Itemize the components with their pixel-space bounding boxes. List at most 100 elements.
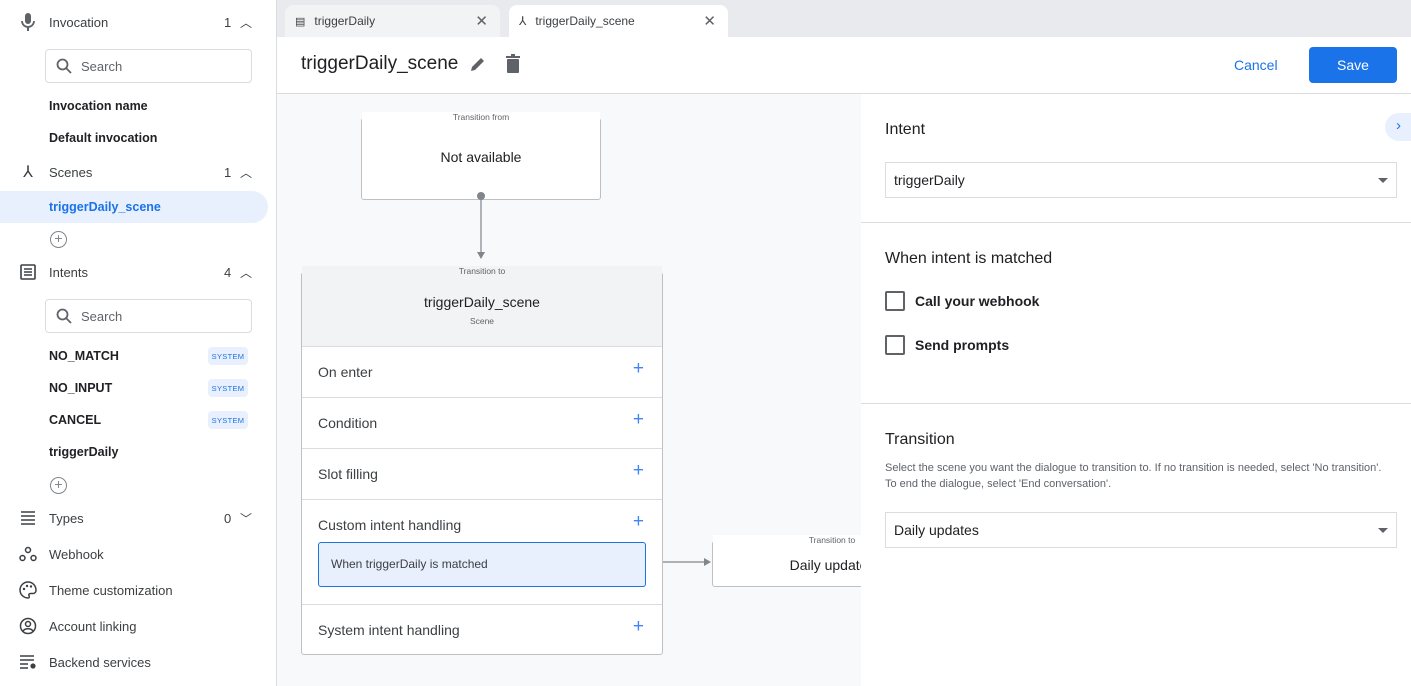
scene-merge-icon: ⅄ bbox=[23, 164, 33, 181]
transition-to-legend: Transition to bbox=[802, 535, 861, 545]
add-plus-icon[interactable]: + bbox=[632, 460, 644, 481]
sidebar-section-invocation[interactable]: Invocation 1 ︿ bbox=[0, 8, 276, 36]
account-circle-icon bbox=[18, 616, 38, 636]
scene-label: triggerDaily_scene bbox=[49, 200, 161, 214]
sidebar-item-intent[interactable]: triggerDaily bbox=[49, 445, 119, 459]
row-label: Custom intent handling bbox=[318, 517, 462, 533]
delete-trash-icon[interactable] bbox=[505, 54, 521, 74]
scene-header: Transition to triggerDaily_scene Scene bbox=[302, 266, 662, 346]
row-condition[interactable]: Condition + bbox=[302, 397, 662, 448]
divider bbox=[861, 403, 1411, 404]
sidebar-section-scenes[interactable]: ⅄ Scenes 1 ︿ bbox=[0, 158, 276, 186]
target-scene-text: Daily updates bbox=[789, 557, 861, 573]
webhook-icon bbox=[18, 544, 38, 564]
collapse-chevron-right-icon[interactable]: › bbox=[1385, 113, 1411, 141]
intent-heading: Intent bbox=[885, 121, 926, 138]
tab-triggerdaily-scene[interactable]: ⅄ triggerDaily_scene ✕ bbox=[509, 5, 728, 37]
intent-list-icon bbox=[18, 262, 38, 282]
system-badge: SYSTEM bbox=[208, 379, 248, 397]
matched-heading: When intent is matched bbox=[885, 250, 1053, 267]
section-label: Invocation bbox=[49, 14, 109, 30]
search-icon bbox=[56, 58, 72, 74]
chevron-down-icon[interactable]: ﹀ bbox=[240, 511, 253, 526]
checkbox-label: Call your webhook bbox=[915, 293, 1040, 309]
section-count: 0 bbox=[224, 510, 232, 526]
add-plus-icon[interactable]: + bbox=[632, 409, 644, 430]
section-label: Intents bbox=[49, 264, 89, 280]
sidebar-item-intent[interactable]: NO_MATCH bbox=[49, 349, 119, 363]
scene-name: triggerDaily_scene bbox=[424, 294, 540, 310]
close-icon[interactable]: ✕ bbox=[703, 13, 716, 30]
intent-handler-item[interactable]: When triggerDaily is matched bbox=[318, 542, 646, 587]
transition-description: Select the scene you want the dialogue t… bbox=[885, 462, 1382, 490]
section-count: 4 bbox=[224, 264, 232, 280]
legend: Transition to bbox=[302, 266, 662, 276]
sidebar-item-intent[interactable]: NO_INPUT bbox=[49, 381, 113, 395]
transition-select[interactable]: Daily updates bbox=[885, 512, 1397, 548]
intents-search-input[interactable]: Search bbox=[45, 299, 252, 333]
transition-target-box[interactable]: Transition to Daily updates bbox=[712, 535, 861, 587]
close-icon[interactable]: ✕ bbox=[475, 13, 488, 30]
sidebar-item-scene-selected[interactable]: triggerDaily_scene bbox=[0, 191, 268, 223]
select-value: triggerDaily bbox=[894, 172, 965, 188]
sidebar: Invocation 1 ︿ Search Invocation name De… bbox=[0, 0, 277, 686]
scene-icon: ⅄ bbox=[519, 14, 527, 28]
webhook-checkbox[interactable] bbox=[885, 291, 905, 311]
dropdown-arrow-icon bbox=[1378, 178, 1388, 183]
section-label: Types bbox=[49, 510, 84, 526]
scene-type: Scene bbox=[469, 316, 495, 326]
add-scene-icon[interactable]: + bbox=[50, 231, 67, 248]
legend: Transition from bbox=[362, 112, 600, 122]
backend-settings-icon bbox=[18, 652, 38, 672]
divider bbox=[861, 222, 1411, 223]
microphone-icon bbox=[18, 12, 38, 32]
palette-icon bbox=[18, 580, 38, 600]
sidebar-section-types[interactable]: Types 0 ﹀ bbox=[0, 504, 276, 532]
item-label: Backend services bbox=[49, 654, 151, 670]
item-label: Webhook bbox=[49, 546, 104, 562]
add-intent-icon[interactable]: + bbox=[50, 477, 67, 494]
row-label: Slot filling bbox=[318, 466, 378, 482]
invocation-search-input[interactable]: Search bbox=[45, 49, 252, 83]
row-custom-intent-handling[interactable]: Custom intent handling + When triggerDail… bbox=[302, 499, 662, 604]
chevron-up-icon[interactable]: ︿ bbox=[240, 265, 253, 280]
send-prompts-checkbox[interactable] bbox=[885, 335, 905, 355]
sidebar-item-account-linking[interactable]: Account linking bbox=[0, 612, 276, 640]
sidebar-item-backend-services[interactable]: Backend services bbox=[0, 648, 276, 676]
add-plus-icon[interactable]: + bbox=[632, 358, 644, 379]
tab-label: triggerDaily_scene bbox=[535, 14, 635, 28]
transition-from-legend: Transition from bbox=[446, 112, 516, 122]
checkbox-label: Send prompts bbox=[915, 337, 1010, 353]
sidebar-item-theme[interactable]: Theme customization bbox=[0, 576, 276, 604]
section-count: 1 bbox=[224, 164, 232, 180]
save-button[interactable]: Save bbox=[1309, 47, 1397, 83]
section-count: 1 bbox=[224, 14, 232, 30]
edit-pencil-icon[interactable] bbox=[469, 55, 487, 73]
search-placeholder: Search bbox=[81, 58, 123, 74]
sidebar-section-intents[interactable]: Intents 4 ︿ bbox=[0, 258, 276, 286]
row-label: Condition bbox=[318, 415, 378, 431]
tab-triggerdaily[interactable]: ▤ triggerDaily ✕ bbox=[285, 5, 500, 37]
sidebar-item-invocation-name[interactable]: Invocation name bbox=[49, 99, 148, 113]
system-badge: SYSTEM bbox=[208, 347, 248, 365]
row-slot-filling[interactable]: Slot filling + bbox=[302, 448, 662, 499]
intent-select[interactable]: triggerDaily bbox=[885, 162, 1397, 198]
sidebar-item-default-invocation[interactable]: Default invocation bbox=[49, 131, 158, 145]
add-plus-icon[interactable]: + bbox=[632, 616, 644, 637]
row-on-enter[interactable]: On enter+ bbox=[302, 346, 662, 397]
row-system-intent-handling[interactable]: System intent handling+ bbox=[302, 604, 662, 655]
add-plus-icon[interactable]: + bbox=[632, 511, 644, 532]
chevron-up-icon[interactable]: ︿ bbox=[240, 165, 253, 180]
scene-box: Transition to triggerDaily_scene Scene O… bbox=[301, 266, 663, 655]
item-label: Theme customization bbox=[49, 582, 173, 598]
sidebar-item-webhook[interactable]: Webhook bbox=[0, 540, 276, 568]
system-badge: SYSTEM bbox=[208, 411, 248, 429]
chevron-up-icon[interactable]: ︿ bbox=[240, 15, 253, 30]
cancel-button[interactable]: Cancel bbox=[1234, 57, 1278, 73]
tab-label: triggerDaily bbox=[314, 14, 376, 28]
sidebar-item-intent[interactable]: CANCEL bbox=[49, 413, 102, 427]
legend: Transition to bbox=[713, 535, 861, 545]
page-title: triggerDaily_scene bbox=[301, 53, 459, 74]
scene-canvas: Transition from Not available Transition… bbox=[277, 94, 861, 686]
intent-detail-panel: › Intent triggerDaily When intent is mat… bbox=[861, 94, 1411, 686]
